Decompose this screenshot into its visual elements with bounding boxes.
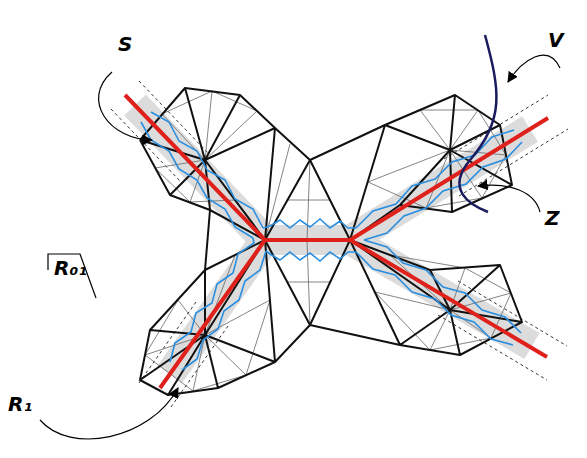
blue-contour (141, 122, 253, 238)
text-label: R₁ (8, 394, 32, 414)
leader-line (508, 55, 560, 82)
blue-contour (263, 219, 356, 228)
blue-contour (356, 130, 514, 228)
blue-contour (266, 251, 356, 261)
blue-contour (151, 112, 263, 228)
text-label: R₀₁ (54, 258, 87, 278)
blue-contour (170, 238, 254, 362)
leader-line (48, 254, 96, 298)
dashed-outline (111, 81, 568, 407)
blue-contour (364, 142, 522, 240)
leader-line (99, 72, 152, 140)
leader-line (478, 185, 540, 212)
text-label: Z (545, 208, 560, 228)
leader-line (40, 55, 560, 439)
blue-contour (364, 240, 521, 333)
blue-contour (356, 252, 513, 345)
text-label: V (548, 30, 563, 50)
leader-line (40, 388, 178, 439)
text-label: S (118, 34, 132, 54)
blue-contour (182, 251, 266, 370)
